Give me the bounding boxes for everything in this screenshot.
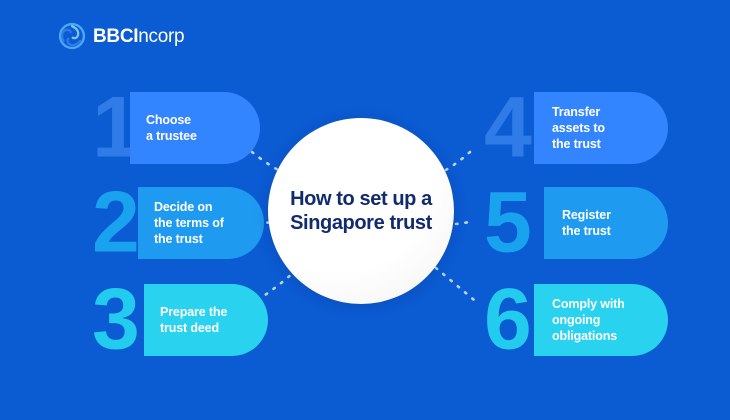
bbci-swirl-icon [58, 22, 86, 50]
step-pill-2[interactable]: Decide on the terms of the trust [138, 187, 264, 259]
step-number-5: 5 [484, 174, 532, 271]
step-label-4: Transfer assets to the trust [552, 104, 605, 152]
step-number-6: 6 [484, 271, 532, 368]
step-label-2: Decide on the terms of the trust [154, 199, 224, 247]
step-pill-6[interactable]: Comply with ongoing obligations [534, 284, 668, 356]
connector-5 [454, 220, 472, 226]
step-label-1: Choose a trustee [146, 112, 197, 143]
step-number-2: 2 [92, 174, 140, 271]
page-title: How to set up a Singapore trust [290, 187, 432, 234]
step-pill-3[interactable]: Prepare the trust deed [144, 284, 268, 356]
step-label-3: Prepare the trust deed [160, 304, 228, 335]
brand-name: BBCIncorp [93, 25, 185, 47]
connector-4 [430, 150, 472, 179]
step-pill-4[interactable]: Transfer assets to the trust [534, 92, 668, 164]
brand-name-regular: ncorp [138, 25, 185, 47]
step-pill-1[interactable]: Choose a trustee [130, 92, 260, 164]
step-label-6: Comply with ongoing obligations [552, 296, 625, 344]
step-label-5: Register the trust [562, 207, 611, 238]
connector-1 [250, 150, 294, 179]
step-pill-5[interactable]: Register the trust [544, 187, 668, 259]
brand-logo[interactable]: BBCIncorp [58, 22, 185, 50]
brand-name-bold: BBCI [93, 25, 139, 47]
connector-6 [434, 266, 476, 302]
step-number-3: 3 [92, 271, 140, 368]
step-number-4: 4 [484, 79, 532, 176]
center-circle: How to set up a Singapore trust [268, 118, 454, 304]
